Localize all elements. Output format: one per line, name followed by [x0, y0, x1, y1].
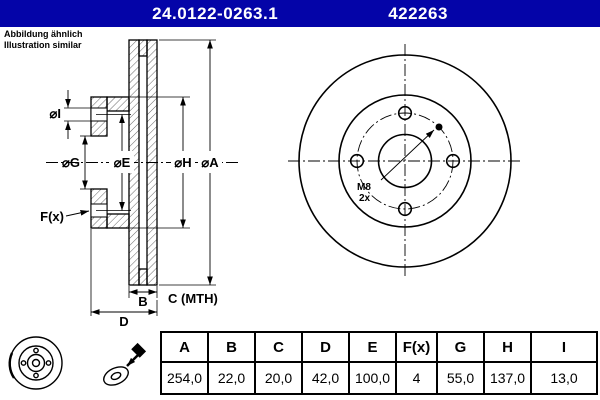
leader-f	[65, 210, 90, 217]
dim-value-c: 20,0	[254, 361, 303, 395]
dim-label-dia-g: ⌀G	[62, 155, 80, 170]
thread-label: M8	[357, 182, 371, 193]
front-view: M8 2x	[288, 44, 522, 278]
bolt-hole-bottom	[397, 201, 413, 217]
dim-label-f: F(x)	[40, 209, 64, 224]
col-header-d: D	[301, 331, 350, 363]
dim-label-bg	[171, 151, 195, 173]
dim-value-f: 4	[395, 361, 438, 395]
col-header-e: E	[348, 331, 397, 363]
bolt-circle	[356, 112, 454, 210]
dim-value-h: 137,0	[483, 361, 532, 395]
col-header-a: A	[160, 331, 209, 363]
dim-label-dia-a: ⌀A	[201, 155, 219, 170]
leader-m8	[380, 129, 435, 181]
dim-label-bg	[198, 151, 222, 173]
dim-value-b: 22,0	[207, 361, 256, 395]
table-value-row: 254,0 22,0 20,0 42,0 100,0 4 55,0 137,0 …	[160, 361, 598, 395]
brake-disc-icon	[8, 336, 63, 390]
title-bar: 24.0122-0263.1 422263	[0, 0, 600, 27]
dim-label-b: B	[138, 294, 147, 309]
col-header-g: G	[436, 331, 485, 363]
table-header-row: A B C D E F(x) G H I	[160, 331, 598, 363]
dim-label-d: D	[119, 314, 128, 329]
dim-value-i: 13,0	[530, 361, 598, 395]
dim-value-a: 254,0	[160, 361, 209, 395]
thread-count-label: 2x	[359, 193, 371, 204]
outer-diameter-circle	[298, 54, 512, 268]
note-line-de: Abbildung ähnlich	[4, 29, 83, 39]
vent-bottom-section	[138, 268, 148, 286]
outer-plate-section	[146, 39, 158, 286]
col-header-c: C	[254, 331, 303, 363]
col-header-i: I	[530, 331, 598, 363]
part-number: 24.0122-0263.1	[152, 3, 279, 23]
dim-value-d: 42,0	[301, 361, 350, 395]
dim-label-dia-e: ⌀E	[114, 155, 131, 170]
col-header-b: B	[207, 331, 256, 363]
set-screw-hole	[435, 123, 443, 131]
dim-value-e: 100,0	[348, 361, 397, 395]
dim-value-g: 55,0	[436, 361, 485, 395]
dim-label-dia-i: ⌀I	[50, 106, 61, 121]
note-line-en: Illustration similar	[4, 40, 82, 51]
section-view: ⌀A ⌀H ⌀E ⌀G ⌀I F(x) B C (MTH)	[40, 39, 238, 329]
col-header-f: F(x)	[395, 331, 438, 363]
hat-circle	[338, 94, 472, 228]
dim-label-dia-h: ⌀H	[174, 155, 191, 170]
hat-web-bottom-section	[106, 213, 130, 229]
dim-label-bg	[109, 151, 134, 173]
bolt-hole-right	[445, 153, 461, 169]
center-bore-circle	[377, 133, 433, 189]
similarity-note: Abbildung ähnlich Illustration similar	[4, 29, 83, 52]
dimension-table: A B C D E F(x) G H I 254,0 22,0 20,0 42,…	[160, 331, 598, 395]
bolt-hole-left	[349, 153, 365, 169]
col-header-h: H	[483, 331, 532, 363]
hat-web-top-section	[106, 96, 130, 112]
mounting-tool-icon	[103, 342, 147, 386]
vent-top-section	[138, 39, 148, 57]
reference-number: 422263	[388, 3, 448, 23]
bolt-hole-top	[397, 105, 413, 121]
dim-label-c-mth: C (MTH)	[168, 291, 218, 306]
